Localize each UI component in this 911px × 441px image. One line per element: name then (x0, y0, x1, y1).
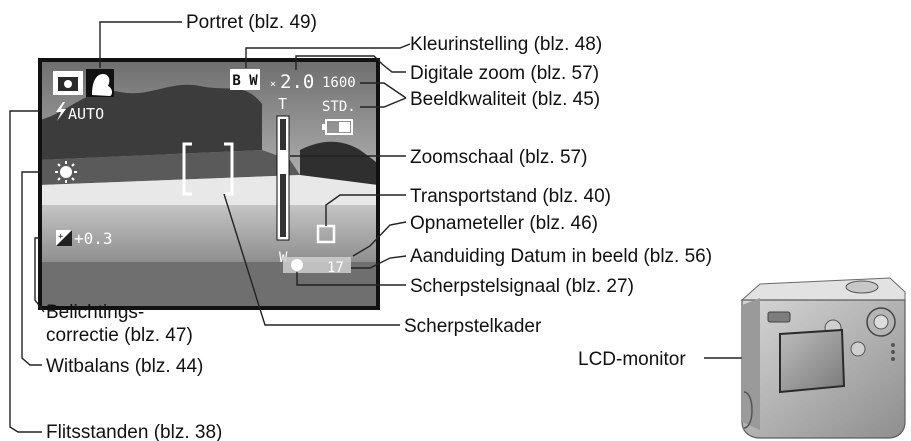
camera-side (742, 298, 760, 430)
callout-frame-counter: Opnameteller (blz. 46) (410, 213, 598, 234)
callout-color-mode: Kleurinstelling (blz. 48) (410, 34, 602, 55)
focus-signal-icon (291, 259, 303, 271)
callout-flash-modes: Flitsstanden (blz. 38) (46, 422, 222, 441)
frame-counter-value: 17 (327, 260, 344, 276)
camera-top (742, 278, 905, 300)
digital-zoom-marker: × (270, 79, 276, 90)
digital-zoom-value: 2.0 (280, 71, 314, 93)
callout-zoom-scale: Zoomschaal (blz. 57) (410, 147, 587, 168)
quality-value: STD. (322, 99, 356, 115)
portrait-icon (86, 69, 114, 97)
callout-exposure-comp-1: Belichtings- (46, 302, 144, 323)
callout-lcd-monitor: LCD-monitor (578, 349, 686, 370)
callout-date-imprint: Aanduiding Datum in beeld (blz. 56) (410, 246, 712, 267)
callout-white-balance: Witbalans (blz. 44) (46, 356, 203, 377)
small-button-icon (851, 342, 865, 356)
resolution-value: 1600 (322, 75, 356, 91)
shutter-button-icon (846, 281, 878, 293)
flash-mode-label: AUTO (68, 105, 104, 123)
color-mode-icon: B W (230, 69, 260, 90)
svg-text:+: + (58, 232, 64, 242)
callout-portrait: Portret (blz. 49) (186, 12, 317, 33)
callout-exposure-comp-2: correctie (blz. 47) (46, 325, 193, 346)
camera-lcd-screen (780, 330, 844, 392)
callout-drive-mode: Transportstand (blz. 40) (410, 186, 611, 207)
zoom-scale-bar (277, 116, 289, 240)
viewfinder-icon (768, 312, 790, 322)
exposure-comp-icon: + (56, 230, 72, 246)
camera-mode-icon (53, 71, 83, 95)
color-mode-label: B W (232, 73, 258, 89)
callout-image-quality: Beeldkwaliteit (blz. 45) (410, 89, 600, 110)
camera-illustration (742, 278, 905, 438)
callout-focus-frame: Scherpstelkader (404, 316, 542, 337)
callout-digital-zoom: Digitale zoom (blz. 57) (410, 63, 599, 84)
zoom-tele-label: T (278, 95, 287, 113)
callout-focus-signal: Scherpstelsignaal (blz. 27) (410, 276, 634, 297)
lcd-screen: AUTO + +0.3 B W × 2.0 1600 STD (40, 60, 378, 308)
exposure-comp-value: +0.3 (74, 229, 113, 248)
